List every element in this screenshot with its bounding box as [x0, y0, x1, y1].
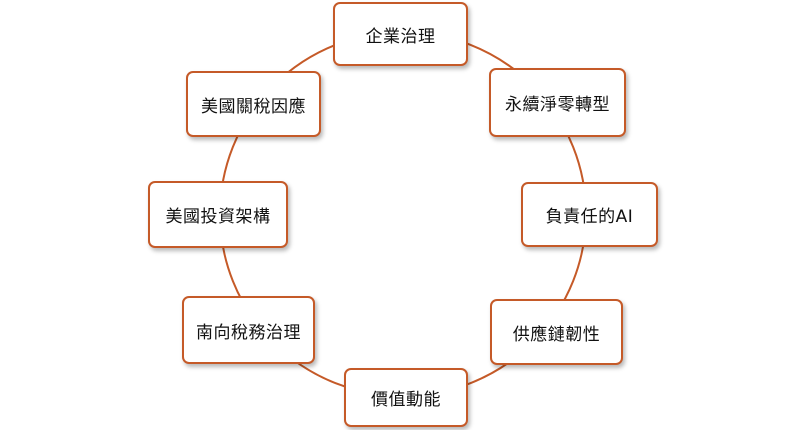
cycle-node-net-zero-transition: 永續淨零轉型 [489, 68, 626, 137]
node-label: 美國關稅因應 [201, 96, 306, 117]
cycle-node-southbound-tax-governance: 南向稅務治理 [182, 296, 315, 364]
node-label: 企業治理 [365, 26, 436, 47]
cycle-node-supply-chain-resilience: 供應鏈韌性 [490, 299, 623, 365]
cycle-node-us-investment-structure: 美國投資架構 [148, 181, 288, 248]
node-label: 供應鏈韌性 [512, 324, 601, 345]
cycle-node-us-tariff-response: 美國關稅因應 [186, 71, 321, 137]
node-label: 永續淨零轉型 [505, 95, 610, 115]
node-label: 美國投資架構 [165, 207, 271, 227]
node-label: 負責任的AI [545, 207, 634, 227]
cycle-node-value-momentum: 價值動能 [344, 368, 468, 427]
node-label: 南向稅務治理 [196, 322, 301, 343]
cycle-node-corporate-governance: 企業治理 [333, 2, 468, 66]
node-label: 價值動能 [371, 390, 441, 410]
cycle-node-responsible-ai: 負責任的AI [521, 182, 658, 247]
